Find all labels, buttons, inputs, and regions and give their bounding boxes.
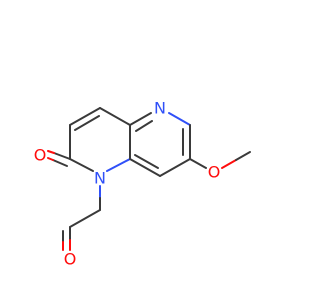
- bond-c4a-n5-inner: [135, 120, 153, 132]
- bond-o-methyl: [221, 159, 237, 169]
- atom-methoxy-oxygen: O: [208, 163, 221, 182]
- atom-carbonyl-oxygen: O: [34, 146, 47, 165]
- bond-methyl: [235, 151, 251, 161]
- bond-c7-c8: [159, 158, 191, 177]
- bond-ch2-cho: [69, 209, 101, 228]
- bond-c2-n1: [69, 158, 94, 172]
- bond-c4-c3: [69, 107, 101, 126]
- bond-c2-o-red: [47, 150, 55, 154]
- bond-c7-o-methoxy: [189, 158, 207, 169]
- atom-amide-nitrogen: N: [94, 169, 106, 188]
- atom-ring-nitrogen: N: [154, 99, 166, 118]
- bond-c2-o-2-red: [47, 157, 54, 161]
- molecule-structure: N N O O O: [34, 99, 251, 269]
- bond-c4a-c4: [99, 107, 131, 126]
- bond-c8-c8a-inner: [134, 154, 159, 169]
- bond-n5-c6: [168, 112, 191, 126]
- bond-c2-o-2: [52, 159, 68, 167]
- atom-aldehyde-oxygen: O: [64, 250, 77, 269]
- bond-c2-o: [53, 152, 71, 160]
- bond-n1-c8a: [106, 158, 131, 172]
- bond-c4-c3-inner: [74, 115, 100, 131]
- bond-c8-c8a: [129, 158, 161, 177]
- bond-c4a-n5: [129, 112, 152, 126]
